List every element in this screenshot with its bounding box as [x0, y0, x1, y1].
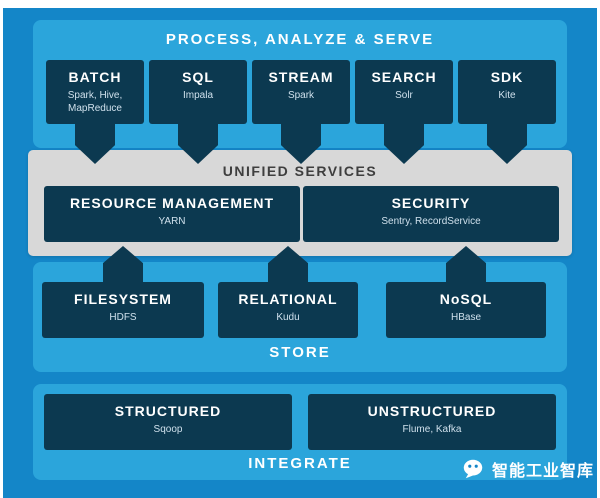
security-title: SECURITY: [391, 195, 471, 211]
wechat-icon: [461, 457, 485, 481]
security-box: SECURITY Sentry, RecordService: [303, 186, 559, 242]
sdk-box: SDK Kite: [458, 60, 556, 124]
search-box: SEARCH Solr: [355, 60, 453, 124]
resource-management-title: RESOURCE MANAGEMENT: [69, 195, 275, 211]
structured-box: STRUCTURED Sqoop: [44, 394, 292, 450]
process-panel-title: PROCESS, ANALYZE & SERVE: [165, 31, 435, 48]
batch-subtitle: Spark, Hive, MapReduce: [67, 90, 123, 114]
filesystem-box: FILESYSTEM HDFS: [42, 282, 204, 338]
stream-title: STREAM: [268, 69, 334, 85]
process-box-row: BATCH Spark, Hive, MapReduce SQL Impala …: [46, 60, 556, 124]
unstructured-title: UNSTRUCTURED: [367, 403, 497, 419]
sql-subtitle: Impala: [182, 90, 213, 101]
stream-subtitle: Spark: [287, 90, 315, 101]
unified-services-title: UNIFIED SERVICES: [222, 163, 378, 179]
sdk-title: SDK: [490, 69, 524, 85]
watermark: 智能工业智库: [461, 457, 594, 481]
filesystem-subtitle: HDFS: [109, 312, 137, 323]
nosql-title: NoSQL: [439, 291, 493, 307]
batch-title: BATCH: [68, 69, 122, 85]
sql-box: SQL Impala: [149, 60, 247, 124]
unstructured-box: UNSTRUCTURED Flume, Kafka: [308, 394, 556, 450]
search-title: SEARCH: [371, 69, 437, 85]
sql-title: SQL: [182, 69, 214, 85]
structured-subtitle: Sqoop: [153, 424, 183, 435]
unified-box-row: RESOURCE MANAGEMENT YARN SECURITY Sentry…: [44, 186, 559, 242]
relational-title: RELATIONAL: [238, 291, 338, 307]
relational-subtitle: Kudu: [276, 312, 300, 323]
security-subtitle: Sentry, RecordService: [381, 216, 481, 227]
store-panel-title: STORE: [269, 344, 331, 361]
nosql-subtitle: HBase: [450, 312, 481, 323]
filesystem-title: FILESYSTEM: [74, 291, 172, 307]
sdk-subtitle: Kite: [498, 90, 516, 101]
relational-box: RELATIONAL Kudu: [218, 282, 358, 338]
resource-management-subtitle: YARN: [158, 216, 186, 227]
unstructured-subtitle: Flume, Kafka: [402, 424, 462, 435]
resource-management-box: RESOURCE MANAGEMENT YARN: [44, 186, 300, 242]
batch-box: BATCH Spark, Hive, MapReduce: [46, 60, 144, 124]
nosql-box: NoSQL HBase: [386, 282, 546, 338]
watermark-text: 智能工业智库: [491, 463, 594, 480]
stream-box: STREAM Spark: [252, 60, 350, 124]
integrate-panel-title: INTEGRATE: [248, 455, 352, 472]
structured-title: STRUCTURED: [114, 403, 222, 419]
search-subtitle: Solr: [395, 90, 413, 101]
